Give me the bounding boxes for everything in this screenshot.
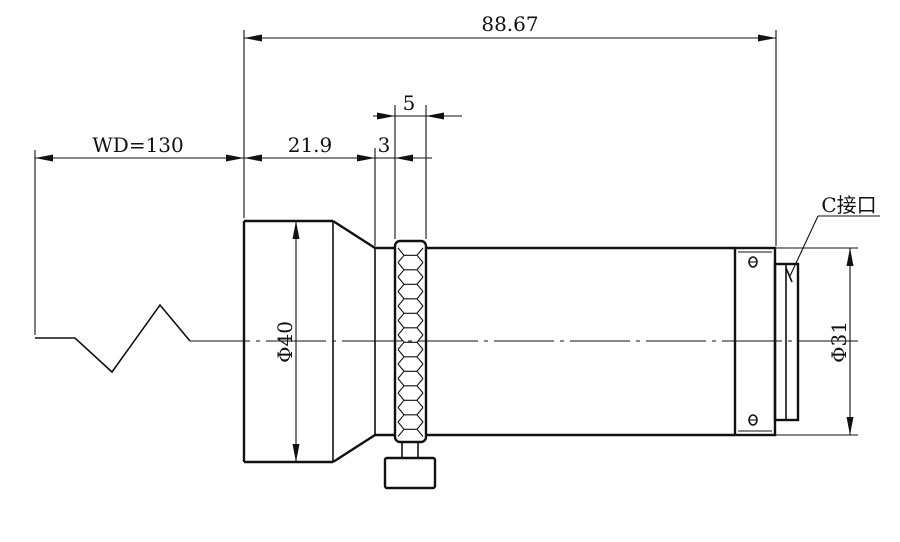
knurl-segment — [397, 407, 424, 423]
knurled-focus-ring — [375, 239, 437, 490]
dim-ring-gap — [375, 105, 432, 239]
body-screw-bottom — [748, 414, 758, 426]
knurl-segment — [397, 247, 424, 263]
label-working-distance: WD=130 — [92, 133, 184, 157]
label-body-diameter: Φ31 — [827, 321, 851, 363]
knurl-segment — [397, 262, 424, 278]
locking-screw — [383, 456, 437, 490]
label-front-diameter: Φ40 — [273, 321, 297, 363]
working-distance-break-line — [35, 303, 191, 374]
label-ring-gap: 3 — [378, 133, 391, 157]
c-mount — [773, 262, 800, 422]
knurl-segment — [397, 349, 424, 365]
label-mount: C接口 — [821, 193, 876, 217]
label-overall-length: 88.67 — [481, 12, 538, 36]
label-front-length: 21.9 — [288, 133, 333, 157]
knurl-segment — [397, 392, 424, 408]
label-ring-width: 5 — [403, 91, 416, 115]
front-barrel — [242, 219, 376, 464]
mount-callout-leader — [789, 215, 880, 277]
knurl-segment — [397, 363, 424, 379]
knurl-segment — [397, 305, 424, 321]
dim-front-length — [244, 148, 376, 246]
knurl-segment — [397, 291, 424, 307]
dim-ring-width — [373, 105, 462, 239]
dim-overall-length — [243, 30, 777, 246]
knurl-segment — [397, 276, 424, 292]
knurl-segment — [397, 334, 424, 350]
main-body — [426, 246, 777, 437]
dim-front-diameter — [292, 221, 300, 462]
body-screw-top — [748, 256, 758, 268]
knurl-segment — [397, 378, 424, 394]
dim-body-diameter — [776, 247, 858, 436]
knurl-segment — [397, 421, 424, 437]
dim-working-distance — [35, 154, 244, 162]
knurl-segment — [397, 320, 424, 336]
